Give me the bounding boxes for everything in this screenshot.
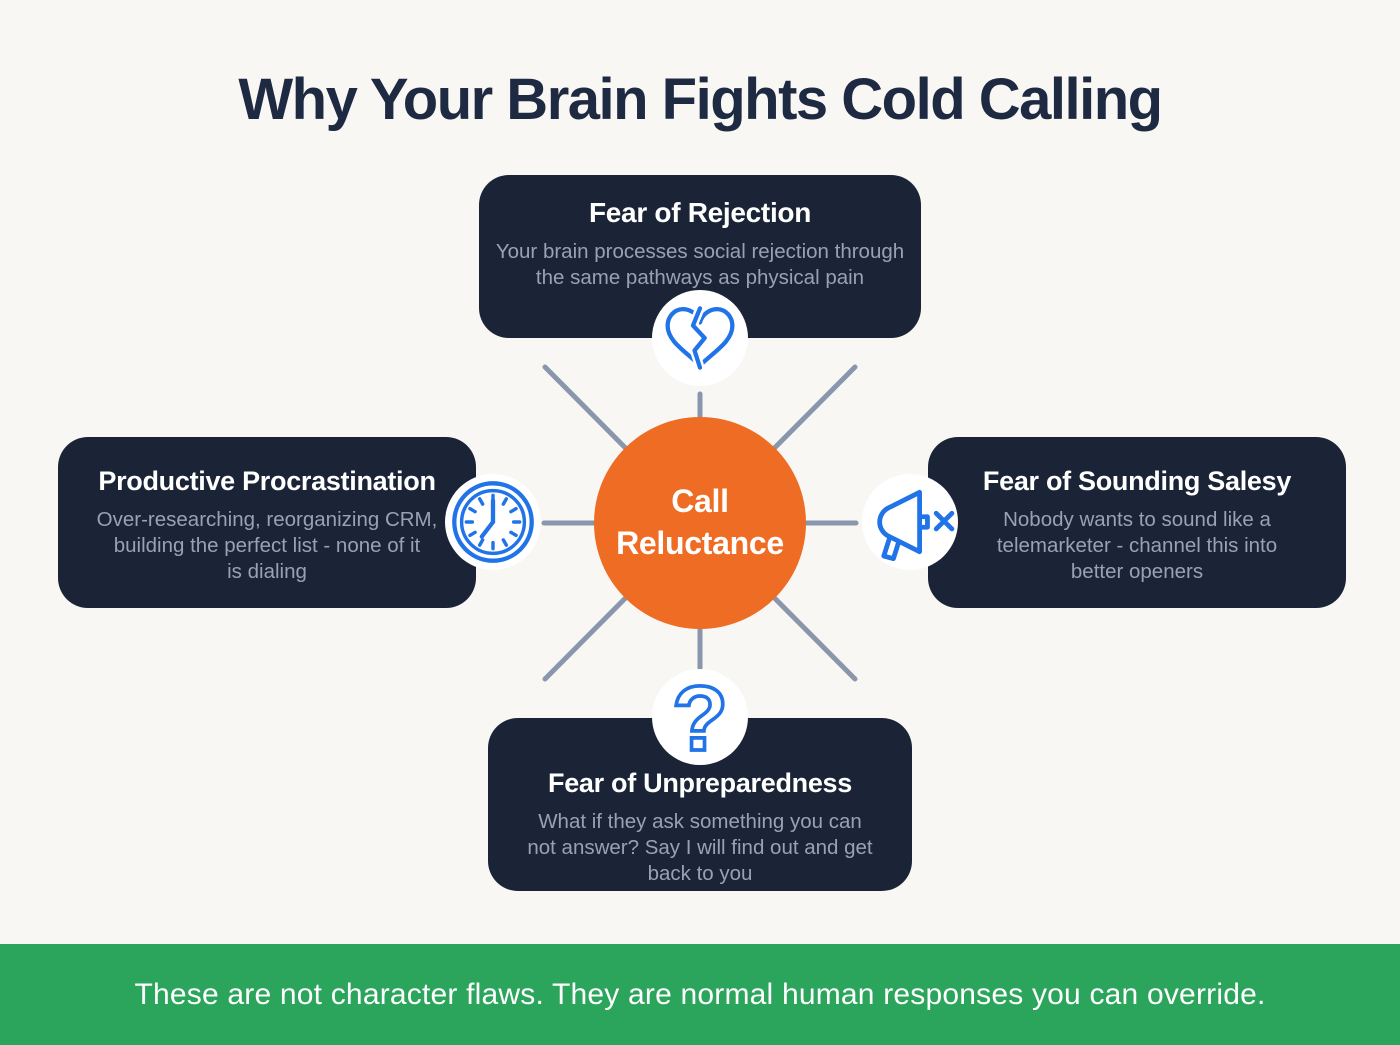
broken-heart-icon	[665, 306, 735, 370]
card-body-line: Your brain processes social rejection th…	[495, 240, 905, 263]
footer-banner-text: These are not character flaws. They are …	[134, 977, 1266, 1011]
card-body-line: telemarketer - channel this into	[996, 533, 1278, 557]
card-productive-procrastination: Productive Procrastination Over-research…	[58, 437, 476, 608]
megaphone-badge	[862, 474, 958, 570]
center-label-line1: Call	[671, 483, 729, 520]
card-body-line: not answer? Say I will find out and get	[527, 835, 873, 859]
card-body-line: is dialing	[227, 559, 307, 583]
center-call-reluctance: Call Reluctance	[594, 417, 806, 629]
card-fear-of-sounding-salesy: Fear of Sounding Salesy Nobody wants to …	[928, 437, 1346, 608]
clock-icon	[452, 481, 534, 563]
card-body: Nobody wants to sound like a telemarkete…	[928, 507, 1346, 584]
card-body-line: the same pathways as physical pain	[535, 265, 865, 289]
card-title: Fear of Sounding Salesy	[982, 466, 1292, 496]
card-body: What if they ask something you can not a…	[488, 809, 912, 886]
question-mark-icon: ?	[670, 671, 730, 763]
clock-badge	[445, 474, 541, 570]
card-body-line: back to you	[647, 861, 753, 885]
megaphone-muted-icon	[877, 489, 955, 562]
question-mark-badge: ?	[652, 669, 748, 765]
card-body-line: better openers	[1070, 559, 1204, 583]
card-body-line: What if they ask something you can	[538, 810, 862, 833]
card-body: Over-researching, reorganizing CRM, buil…	[58, 507, 476, 584]
footer-banner: These are not character flaws. They are …	[0, 944, 1400, 1045]
svg-text:?: ?	[672, 671, 728, 763]
center-label-line2: Reluctance	[616, 525, 784, 561]
card-body: Your brain processes social rejection th…	[479, 239, 921, 291]
card-body-line: Over-researching, reorganizing CRM,	[96, 508, 438, 531]
card-body-line: building the perfect list - none of it	[113, 533, 421, 557]
card-title: Productive Procrastination	[98, 466, 436, 496]
card-body-line: Nobody wants to sound like a	[1003, 508, 1271, 531]
card-title: Fear of Rejection	[588, 197, 812, 228]
broken-heart-badge	[652, 290, 748, 386]
card-title: Fear of Unpreparedness	[548, 768, 852, 798]
page-title: Why Your Brain Fights Cold Calling	[238, 67, 1163, 132]
